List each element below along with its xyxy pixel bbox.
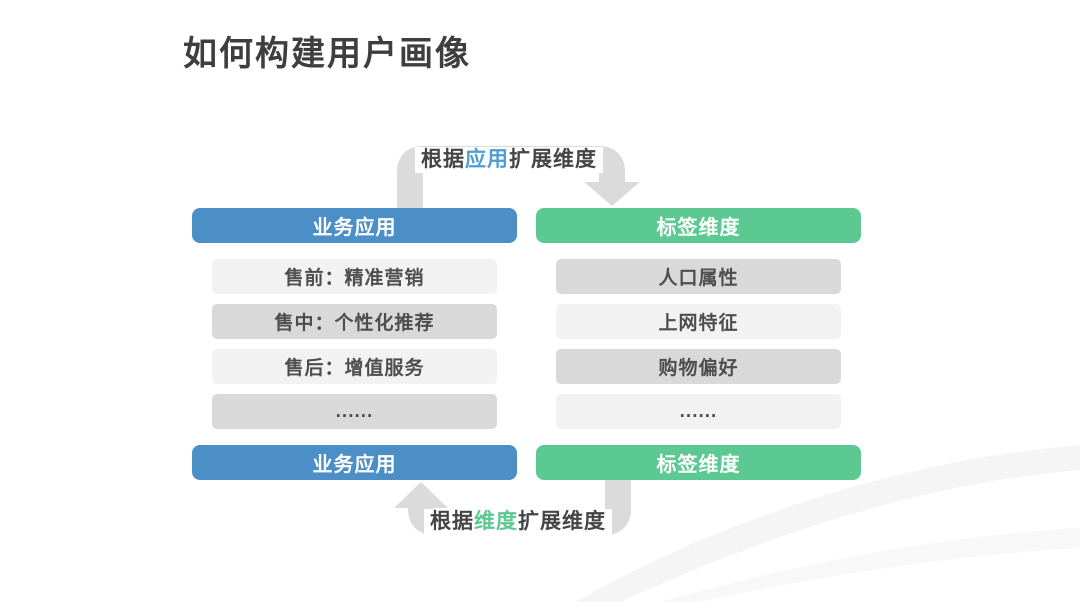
list-item-demographics: 人口属性 bbox=[556, 259, 841, 294]
top-arrowhead-icon bbox=[584, 182, 640, 206]
tag-dimension-column: 标签维度 人口属性 上网特征 购物偏好 ...... 标签维度 bbox=[536, 208, 861, 480]
list-item-ellipsis: ...... bbox=[556, 394, 841, 429]
bottom-arrowhead-icon bbox=[394, 482, 448, 508]
top-arrow-label-suffix: 扩展维度 bbox=[509, 148, 597, 171]
list-item-after-sale: 售后：增值服务 bbox=[212, 349, 497, 384]
business-application-column: 业务应用 售前：精准营销 售中：个性化推荐 售后：增值服务 ...... 业务应… bbox=[192, 208, 517, 480]
list-item-shopping-preference: 购物偏好 bbox=[556, 349, 841, 384]
top-arrow-label: 根据应用扩展维度 bbox=[415, 147, 603, 173]
tag-dimension-footer: 标签维度 bbox=[536, 445, 861, 480]
bottom-arrow-label: 根据维度扩展维度 bbox=[424, 509, 612, 535]
business-application-header: 业务应用 bbox=[192, 208, 517, 243]
list-item-ellipsis: ...... bbox=[212, 394, 497, 429]
top-arrow-label-highlight: 应用 bbox=[465, 148, 509, 171]
business-application-list: 售前：精准营销 售中：个性化推荐 售后：增值服务 ...... bbox=[212, 259, 497, 429]
list-item-pre-sale: 售前：精准营销 bbox=[212, 259, 497, 294]
bottom-arrow-label-suffix: 扩展维度 bbox=[518, 510, 606, 533]
list-item-in-sale: 售中：个性化推荐 bbox=[212, 304, 497, 339]
page-title: 如何构建用户画像 bbox=[183, 35, 471, 73]
top-arrow-label-prefix: 根据 bbox=[421, 148, 465, 171]
bottom-arrow-label-prefix: 根据 bbox=[430, 510, 474, 533]
tag-dimension-list: 人口属性 上网特征 购物偏好 ...... bbox=[556, 259, 841, 429]
tag-dimension-header: 标签维度 bbox=[536, 208, 861, 243]
bottom-arrow-label-highlight: 维度 bbox=[474, 510, 518, 533]
business-application-footer: 业务应用 bbox=[192, 445, 517, 480]
list-item-web-behavior: 上网特征 bbox=[556, 304, 841, 339]
